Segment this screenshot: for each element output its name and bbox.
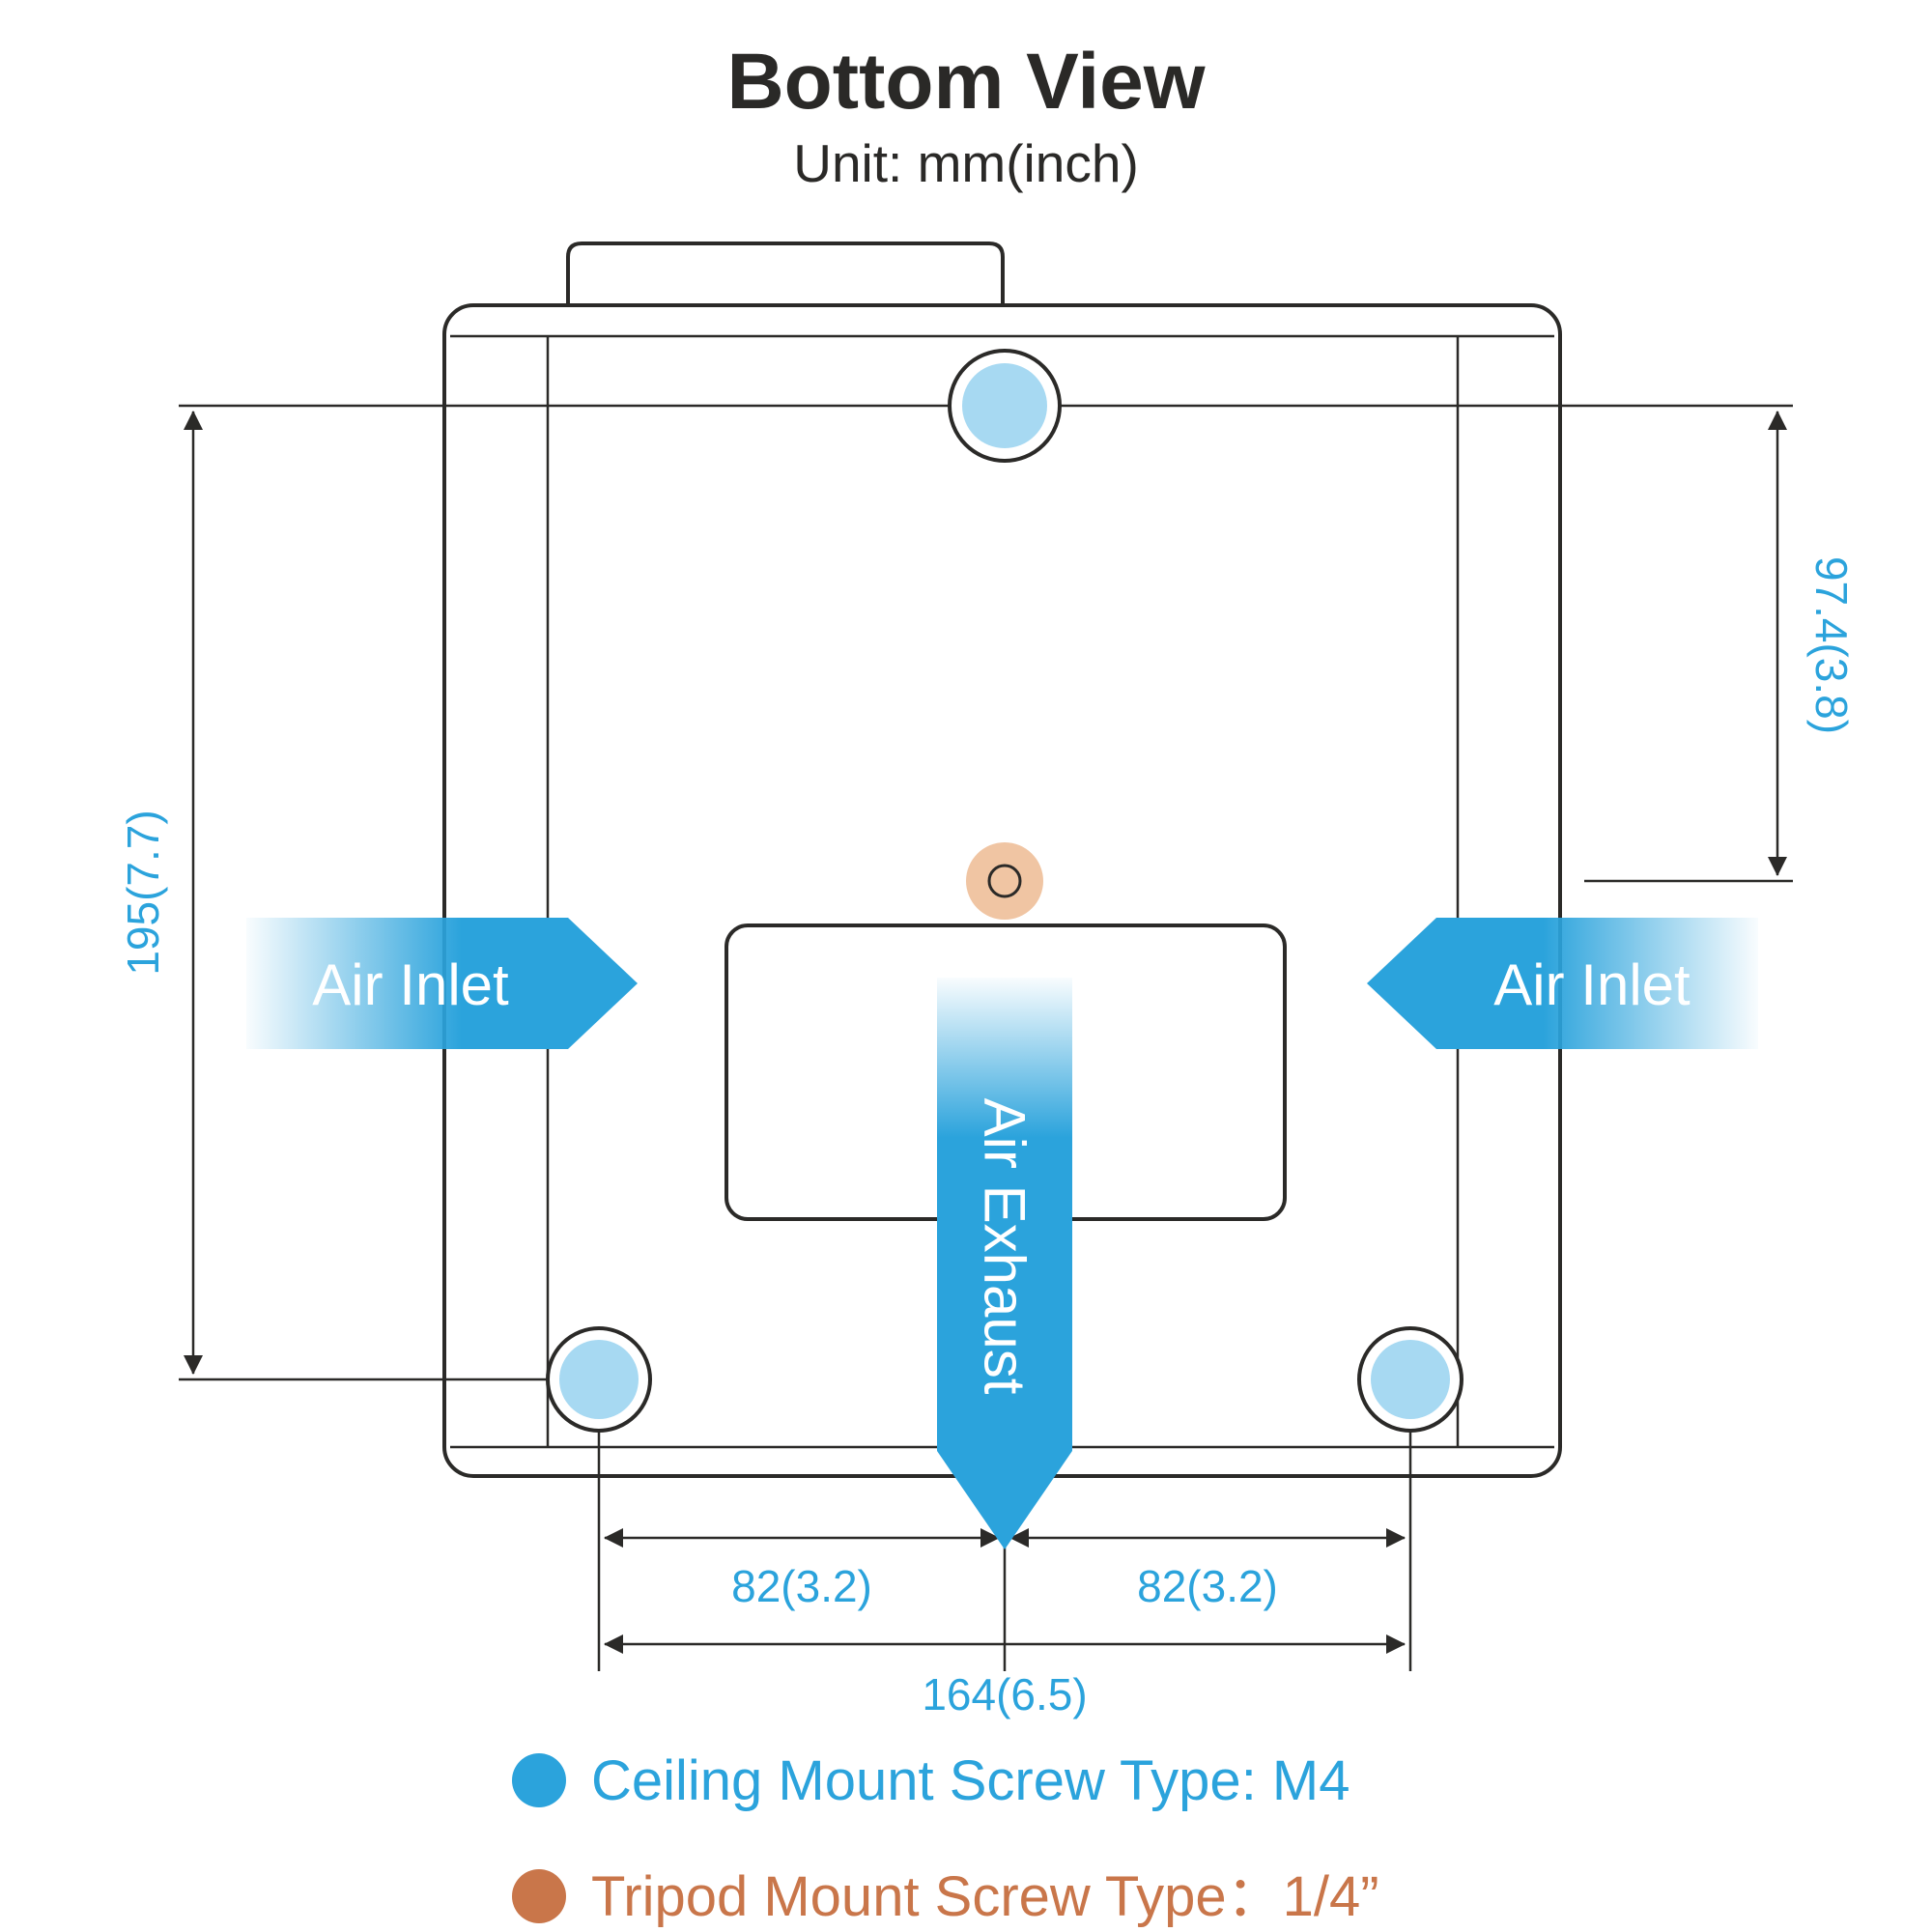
ceiling-screw-bottom-right <box>1371 1340 1450 1419</box>
legend-tripod-mount-label: Tripod Mount Screw Type：1/4” <box>591 1865 1379 1928</box>
dim-label-top-to-center: 97.4(3.8) <box>1806 556 1857 734</box>
airflow-banners: Air Inlet Air Inlet Air Exhaust <box>246 918 1758 1549</box>
lens-bump-outline <box>566 242 1005 309</box>
ceiling-screw-top <box>962 363 1047 448</box>
air-inlet-left-banner <box>246 918 638 1049</box>
dim-label-164-total: 164(6.5) <box>922 1669 1087 1719</box>
ceiling-mount-dot-icon <box>512 1753 566 1807</box>
air-inlet-right-label: Air Inlet <box>1493 952 1690 1017</box>
legend-ceiling-mount-label: Ceiling Mount Screw Type: M4 <box>591 1749 1350 1812</box>
dim-label-overall-height: 195(7.7) <box>118 810 168 975</box>
air-exhaust-label: Air Exhaust <box>973 1098 1037 1395</box>
tripod-mount-dot-icon <box>512 1869 566 1923</box>
air-inlet-right-banner <box>1367 918 1758 1049</box>
ceiling-screw-bottom-left <box>559 1340 639 1419</box>
page-title: Bottom View <box>726 38 1205 126</box>
dim-label-82-right: 82(3.2) <box>1137 1561 1278 1611</box>
dim-label-82-left: 82(3.2) <box>731 1561 872 1611</box>
air-exhaust-banner <box>937 978 1072 1549</box>
tripod-screw <box>966 842 1043 920</box>
tripod-screw-hole <box>987 864 1022 898</box>
page-subtitle: Unit: mm(inch) <box>793 133 1139 193</box>
mount-screws <box>546 349 1463 1433</box>
air-inlet-left-label: Air Inlet <box>312 952 509 1017</box>
legend: Ceiling Mount Screw Type: M4 Tripod Moun… <box>512 1749 1379 1928</box>
dimension-labels: 195(7.7) 97.4(3.8) 82(3.2) 82(3.2) 164(6… <box>118 556 1857 1719</box>
